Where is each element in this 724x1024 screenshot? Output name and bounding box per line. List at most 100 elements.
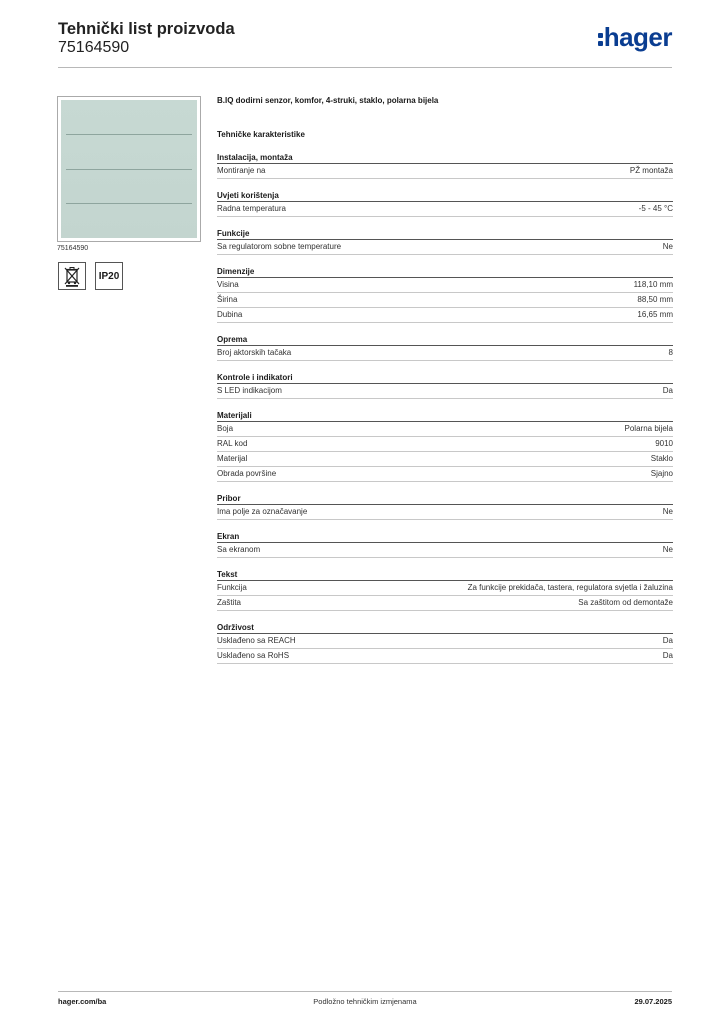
spec-row: Zaštita Sa zaštitom od demontaže: [217, 596, 673, 611]
spec-label: Obrada površine: [217, 469, 277, 478]
section-title: Pribor: [217, 493, 673, 505]
spec-row: Broj aktorskih tačaka 8: [217, 346, 673, 361]
page-header: Tehnički list proizvoda 75164590 hager: [58, 20, 673, 68]
spec-row: Širina 88,50 mm: [217, 293, 673, 308]
product-image-frame: [57, 96, 201, 242]
ip-rating-icon: IP20: [95, 262, 123, 290]
image-caption: 75164590: [57, 245, 89, 252]
spec-label: Boja: [217, 424, 234, 433]
logo-text: hager: [603, 22, 673, 52]
spec-label: Montiranje na: [217, 166, 266, 175]
spec-value: Da: [662, 386, 673, 395]
spec-section: Kontrole i indikatori S LED indikacijom Da: [217, 372, 673, 399]
spec-value: Sa zaštitom od demontaže: [578, 598, 673, 607]
section-title: Oprema: [217, 334, 673, 346]
section-title: Uvjeti korištenja: [217, 190, 673, 202]
spec-value: 9010: [655, 439, 673, 448]
product-code: 75164590: [58, 39, 130, 56]
spec-value: Polarna bijela: [624, 424, 673, 433]
spec-label: Visina: [217, 280, 239, 289]
spec-value: Da: [662, 636, 673, 645]
spec-value: -5 - 45 °C: [638, 204, 673, 213]
spec-row: Ima polje za označavanje Ne: [217, 505, 673, 520]
spec-label: Sa ekranom: [217, 545, 261, 554]
spec-row: Usklađeno sa RoHS Da: [217, 649, 673, 664]
spec-row: Boja Polarna bijela: [217, 422, 673, 437]
section-title: Kontrole i indikatori: [217, 372, 673, 384]
hager-logo: hager: [597, 22, 673, 53]
spec-value: 88,50 mm: [637, 295, 673, 304]
spec-value: Za funkcije prekidača, tastera, regulato…: [467, 583, 673, 592]
spec-subheading: Tehničke karakteristike: [217, 130, 305, 139]
logo-dots-icon: [597, 30, 603, 47]
spec-row: RAL kod 9010: [217, 437, 673, 452]
spec-value: 16,65 mm: [637, 310, 673, 319]
spec-value: Ne: [662, 545, 673, 554]
spec-label: Materijal: [217, 454, 248, 463]
section-title: Materijali: [217, 410, 673, 422]
spec-label: Usklađeno sa RoHS: [217, 651, 290, 660]
spec-label: Zaštita: [217, 598, 242, 607]
spec-value: Da: [662, 651, 673, 660]
spec-row: S LED indikacijom Da: [217, 384, 673, 399]
spec-row: Materijal Staklo: [217, 452, 673, 467]
footer-date: 29.07.2025: [634, 997, 672, 1006]
footer-website[interactable]: hager.com/ba: [58, 997, 107, 1006]
spec-content: B.IQ dodirni senzor, komfor, 4-struki, s…: [217, 96, 673, 675]
product-key-divider: [66, 134, 192, 135]
page-footer: hager.com/ba Podložno tehničkim izmjenam…: [58, 997, 672, 1011]
spec-value: Staklo: [650, 454, 673, 463]
spec-row: Visina 118,10 mm: [217, 278, 673, 293]
spec-value: PŽ montaža: [629, 166, 673, 175]
spec-row: Radna temperatura -5 - 45 °C: [217, 202, 673, 217]
spec-row: Dubina 16,65 mm: [217, 308, 673, 323]
section-title: Tekst: [217, 569, 673, 581]
spec-label: RAL kod: [217, 439, 248, 448]
spec-label: Radna temperatura: [217, 204, 286, 213]
spec-row: Obrada površine Sjajno: [217, 467, 673, 482]
spec-row: Funkcija Za funkcije prekidača, tastera, …: [217, 581, 673, 596]
spec-row: Sa ekranom Ne: [217, 543, 673, 558]
spec-value: Sjajno: [650, 469, 673, 478]
footer-divider: [58, 991, 672, 992]
spec-label: Usklađeno sa REACH: [217, 636, 296, 645]
section-title: Održivost: [217, 622, 673, 634]
spec-label: Širina: [217, 295, 238, 304]
spec-value: Ne: [662, 242, 673, 251]
weee-crossed-bin-icon: [58, 262, 86, 290]
product-key-divider: [66, 169, 192, 170]
spec-label: Dubina: [217, 310, 243, 319]
spec-label: S LED indikacijom: [217, 386, 282, 395]
product-image: [61, 100, 197, 238]
footer-note: Podložno tehničkim izmjenama: [313, 997, 417, 1006]
spec-label: Ima polje za označavanje: [217, 507, 308, 516]
header-divider: [58, 67, 672, 68]
spec-row: Usklađeno sa REACH Da: [217, 634, 673, 649]
product-key-divider: [66, 203, 192, 204]
spec-value: 8: [668, 348, 673, 357]
spec-label: Broj aktorskih tačaka: [217, 348, 292, 357]
section-title: Dimenzije: [217, 266, 673, 278]
spec-row: Montiranje na PŽ montaža: [217, 164, 673, 179]
spec-section: Ekran Sa ekranom Ne: [217, 531, 673, 558]
spec-label: Funkcija: [217, 583, 247, 592]
spec-row: Sa regulatorom sobne temperature Ne: [217, 240, 673, 255]
section-title: Ekran: [217, 531, 673, 543]
spec-value: 118,10 mm: [633, 280, 673, 289]
section-title: Instalacija, montaža: [217, 152, 673, 164]
section-title: Funkcije: [217, 228, 673, 240]
page-title: Tehnički list proizvoda: [58, 20, 235, 38]
spec-label: Sa regulatorom sobne temperature: [217, 242, 342, 251]
spec-value: Ne: [662, 507, 673, 516]
product-description: B.IQ dodirni senzor, komfor, 4-struki, s…: [217, 96, 439, 105]
